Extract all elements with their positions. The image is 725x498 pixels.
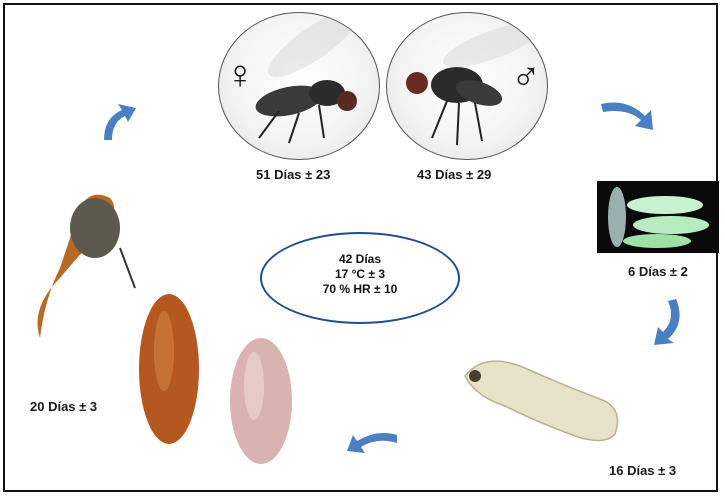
cycle-arrow-icon — [599, 96, 655, 132]
cycle-arrow-icon — [98, 100, 142, 144]
larva-photo — [455, 346, 625, 456]
center-humidity: 70 % HR ± 10 — [262, 282, 458, 297]
emerging-adult-pupa-photo — [30, 188, 140, 348]
male-fly-photo: ♂ — [386, 12, 548, 160]
center-duration: 42 Días — [262, 252, 458, 267]
eggs-photo — [597, 181, 719, 253]
brown-pupa-photo — [136, 291, 202, 447]
larva-stage-label: 16 Días ± 3 — [609, 463, 676, 478]
pupa-stage-label: 20 Días ± 3 — [30, 399, 97, 414]
cycle-arrow-icon — [652, 297, 688, 347]
male-symbol-icon: ♂ — [511, 55, 541, 100]
cycle-arrow-icon — [347, 429, 399, 463]
female-fly-photo: ♀ — [218, 12, 380, 160]
female-symbol-icon: ♀ — [225, 53, 255, 98]
center-summary-oval: 42 Días 17 °C ± 3 70 % HR ± 10 — [260, 232, 460, 324]
male-stage-label: 43 Días ± 29 — [417, 167, 491, 182]
female-stage-label: 51 Días ± 23 — [256, 167, 330, 182]
eggs-stage-label: 6 Días ± 2 — [628, 264, 688, 279]
pale-pupa-photo — [228, 336, 294, 466]
center-temperature: 17 °C ± 3 — [262, 267, 458, 282]
